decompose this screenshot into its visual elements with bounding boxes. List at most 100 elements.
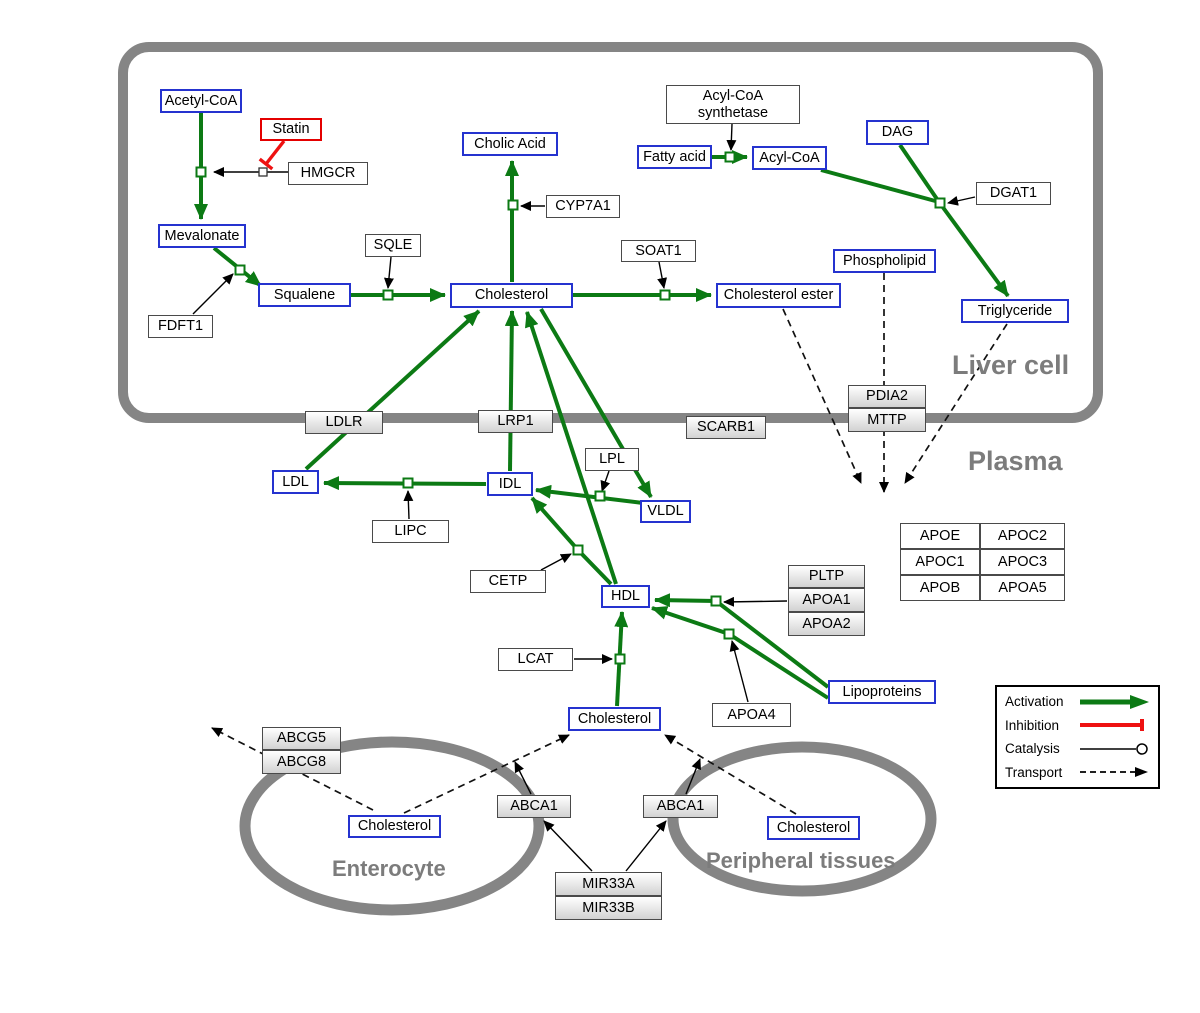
node-dag[interactable]: DAG	[866, 120, 929, 145]
node-lcat[interactable]: LCAT	[498, 648, 573, 671]
node-apoc3[interactable]: APOC3	[980, 549, 1065, 575]
node-apoc2[interactable]: APOC2	[980, 523, 1065, 549]
edge-abca1-left-link	[514, 761, 532, 795]
edge-soat1-cat	[657, 261, 668, 289]
edge-fdft1-cat	[192, 273, 234, 315]
node-cholesterol-enterocyte[interactable]: Cholesterol	[348, 815, 441, 838]
edge-mir33-abca1-left	[543, 820, 593, 872]
reaction-node-vldl-idl[interactable]	[594, 490, 606, 502]
node-lipoproteins[interactable]: Lipoproteins	[828, 680, 936, 704]
node-lrp1[interactable]: LRP1	[478, 410, 553, 433]
node-fatty-acid[interactable]: Fatty acid	[637, 145, 712, 169]
node-acetyl-coa[interactable]: Acetyl-CoA	[160, 89, 242, 113]
node-pltp[interactable]: PLTP	[788, 565, 865, 588]
node-apoa1[interactable]: APOA1	[788, 588, 865, 612]
node-mevalonate[interactable]: Mevalonate	[158, 224, 246, 248]
transport-dashed-arrow-icon	[1080, 767, 1148, 778]
legend-row-activation: Activation	[1005, 694, 1150, 710]
edge-lpl-cat	[600, 470, 611, 492]
edge-apoa4-cat	[729, 640, 749, 703]
inhibition-bar-statin-inhibits-hmgcr	[258, 157, 274, 171]
node-hmgcr[interactable]: HMGCR	[288, 162, 368, 185]
legend-row-transport: Transport	[1005, 764, 1150, 780]
peripheral-tissues-membrane	[667, 741, 937, 897]
edge-peripheral-cholesterol-transport	[664, 734, 797, 815]
anchor-node-0	[258, 167, 268, 177]
edge-hdl-cholesterol	[525, 311, 618, 585]
reaction-node-cholesterol-cholesterolester[interactable]	[659, 289, 671, 301]
legend-inhibition-label: Inhibition	[1005, 717, 1060, 733]
node-triglyceride[interactable]: Triglyceride	[961, 299, 1069, 323]
node-cetp[interactable]: CETP	[470, 570, 546, 593]
node-squalene[interactable]: Squalene	[258, 283, 351, 307]
node-vldl[interactable]: VLDL	[640, 500, 691, 523]
node-mir33b[interactable]: MIR33B	[555, 896, 662, 920]
activation-arrow-icon	[1080, 694, 1149, 709]
reaction-node-acetylcoa-mevalonate[interactable]	[195, 166, 207, 178]
reaction-node-mevalonate-squalene[interactable]	[234, 264, 246, 276]
node-cholesterol-ester[interactable]: Cholesterol ester	[716, 283, 841, 308]
node-statin[interactable]: Statin	[260, 118, 322, 141]
node-cholesterol-plasma[interactable]: Cholesterol	[568, 707, 661, 731]
reaction-node-cholesterol-hdl-lcat[interactable]	[614, 653, 626, 665]
edge-dgat1-cat	[947, 195, 976, 206]
node-ldl[interactable]: LDL	[272, 470, 319, 494]
node-apoa4[interactable]: APOA4	[712, 703, 791, 727]
edge-layer	[192, 113, 1010, 872]
node-scarb1[interactable]: SCARB1	[686, 416, 766, 439]
reaction-node-hdl-idl-cetp[interactable]	[572, 544, 584, 556]
node-cholesterol-liver[interactable]: Cholesterol	[450, 283, 573, 308]
node-abcg5[interactable]: ABCG5	[262, 727, 341, 750]
node-ldlr[interactable]: LDLR	[305, 411, 383, 434]
edge-lipc-cat	[403, 490, 414, 520]
node-pdia2[interactable]: PDIA2	[848, 385, 926, 408]
reaction-node-fattyacid-acylcoa[interactable]	[724, 151, 736, 163]
node-apoc1[interactable]: APOC1	[900, 549, 980, 575]
node-apoa5[interactable]: APOA5	[980, 575, 1065, 601]
edge-cholesterolester-transport	[782, 308, 862, 484]
node-cholic-acid[interactable]: Cholic Acid	[462, 132, 558, 156]
node-cholesterol-peripheral[interactable]: Cholesterol	[767, 816, 860, 840]
enterocyte-membrane	[239, 736, 545, 916]
edge-statin-inhibits-hmgcr	[264, 139, 286, 166]
node-apoa2[interactable]: APOA2	[788, 612, 865, 636]
node-soat1[interactable]: SOAT1	[621, 240, 696, 262]
liver-cell-label: Liver cell	[952, 350, 1070, 380]
node-lipc[interactable]: LIPC	[372, 520, 449, 543]
node-apoe[interactable]: APOE	[900, 523, 980, 549]
reaction-node-idl-ldl[interactable]	[402, 477, 414, 489]
node-sqle[interactable]: SQLE	[365, 234, 421, 257]
node-fdft1[interactable]: FDFT1	[148, 315, 213, 338]
edge-idl-cholesterol-lrp1	[504, 310, 519, 472]
node-idl[interactable]: IDL	[487, 472, 533, 496]
node-dgat1[interactable]: DGAT1	[976, 182, 1051, 205]
node-phospholipid[interactable]: Phospholipid	[833, 249, 936, 273]
node-mttp[interactable]: MTTP	[848, 408, 926, 432]
node-apob[interactable]: APOB	[900, 575, 980, 601]
node-hdl[interactable]: HDL	[601, 585, 650, 608]
edge-cetp-cat	[540, 553, 572, 571]
reaction-node-lipoproteins-hdl-2[interactable]	[723, 628, 735, 640]
node-abcg8[interactable]: ABCG8	[262, 750, 341, 774]
edge-dag-junction	[898, 143, 941, 204]
node-abca1-right[interactable]: ABCA1	[643, 795, 718, 818]
reaction-node-cholesterol-cholicacid[interactable]	[507, 199, 519, 211]
node-mir33a[interactable]: MIR33A	[555, 872, 662, 896]
liver-cell-membrane	[118, 42, 1103, 423]
node-cyp7a1[interactable]: CYP7A1	[546, 195, 620, 218]
node-acyl-coa[interactable]: Acyl-CoA	[752, 146, 827, 170]
edge-acylcoa-synthetase-cat	[726, 123, 737, 151]
node-lpl[interactable]: LPL	[585, 448, 639, 471]
edge-sqle-cat	[383, 256, 394, 289]
node-acyl-coa-synthetase[interactable]: Acyl-CoA synthetase	[666, 85, 800, 124]
legend-row-inhibition: Inhibition	[1005, 717, 1150, 733]
legend: Activation Inhibition Catalysis Transpor…	[995, 685, 1160, 789]
reaction-node-lipoproteins-hdl-1[interactable]	[710, 595, 722, 607]
node-abca1-left[interactable]: ABCA1	[497, 795, 571, 818]
reaction-node-junction-triglyceride[interactable]	[934, 197, 946, 209]
edge-junction-triglyceride	[937, 200, 1010, 298]
reaction-node-squalene-cholesterol[interactable]	[382, 289, 394, 301]
